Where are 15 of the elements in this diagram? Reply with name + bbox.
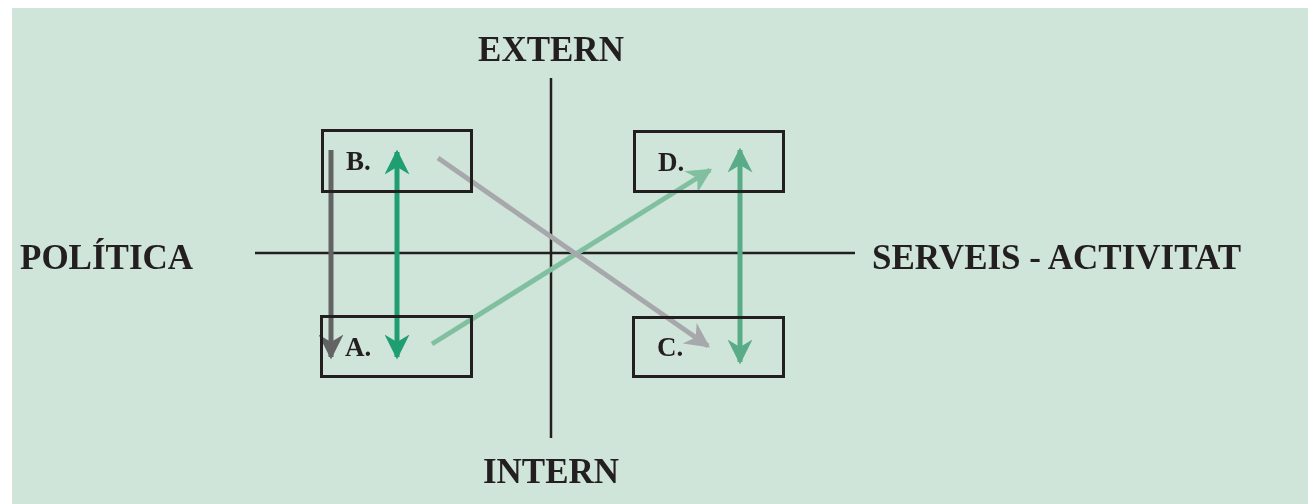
- axis-label: EXTERN: [478, 32, 624, 67]
- quadrant-box: [320, 315, 473, 378]
- arrow: [727, 147, 753, 365]
- axis-label: INTERN: [482, 454, 620, 489]
- box-label: C.: [657, 333, 684, 361]
- quadrant-box: [321, 129, 473, 193]
- axis-label: POLÍTICA: [20, 240, 194, 275]
- axis-label: SERVEIS - ACTIVITAT: [872, 240, 1241, 275]
- box-label: B.: [346, 147, 371, 175]
- box-label: D.: [658, 148, 685, 175]
- quadrant-box: [633, 130, 785, 193]
- box-label: A.: [345, 333, 372, 360]
- quadrant-box: [632, 316, 785, 378]
- arrow: [318, 150, 344, 360]
- arrow: [384, 149, 410, 360]
